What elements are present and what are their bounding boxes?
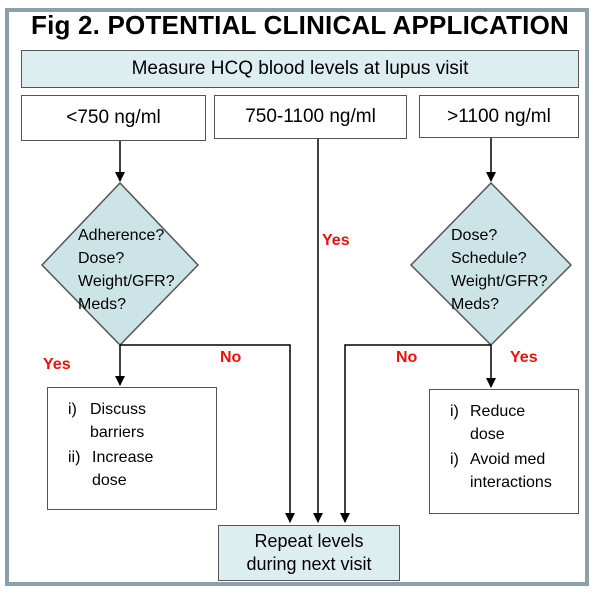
connector-left-no bbox=[120, 344, 295, 523]
left-action-line2: barriers bbox=[90, 424, 145, 441]
right-action-text: Reduce dose bbox=[470, 400, 525, 446]
right-decision-q3: Weight/GFR? bbox=[451, 273, 548, 290]
left-action-num: ii) bbox=[68, 449, 81, 466]
mid-yes-label: Yes bbox=[322, 232, 350, 249]
left-action-line1: Increase bbox=[92, 449, 154, 466]
right-action-box: i) Reduce dose i) Avoid med interactions bbox=[429, 389, 579, 514]
left-action-text: Increase dose bbox=[92, 446, 153, 492]
right-action-num: i) bbox=[450, 403, 459, 420]
left-decision-q1: Adherence? bbox=[78, 227, 165, 244]
right-action-line1: Avoid med bbox=[470, 451, 546, 468]
left-yes-label: Yes bbox=[43, 356, 71, 373]
left-action-item: i) Discuss barriers bbox=[68, 398, 208, 444]
right-action-num: i) bbox=[450, 451, 459, 468]
left-action-box: i) Discuss barriers ii) Increase dose bbox=[47, 387, 217, 510]
repeat-line1: Repeat levels bbox=[254, 531, 364, 551]
right-decision-text: Dose? Schedule? Weight/GFR? Meds? bbox=[451, 224, 548, 316]
left-action-line1: Discuss bbox=[90, 401, 147, 418]
repeat-levels-box: Repeat levels during next visit bbox=[218, 525, 400, 581]
left-action-text: Discuss barriers bbox=[90, 398, 146, 444]
right-decision-q4: Meds? bbox=[451, 296, 500, 313]
connector-right-no bbox=[340, 344, 491, 523]
left-action-line2: dose bbox=[92, 472, 127, 489]
left-decision-q3: Weight/GFR? bbox=[78, 273, 175, 290]
right-decision-q2: Schedule? bbox=[451, 250, 527, 267]
left-action-item: ii) Increase dose bbox=[68, 446, 208, 492]
figure-title: Fig 2. POTENTIAL CLINICAL APPLICATION bbox=[30, 10, 569, 40]
right-action-text: Avoid med interactions bbox=[470, 448, 552, 494]
right-no-label: No bbox=[396, 349, 418, 366]
right-action-line2: dose bbox=[470, 426, 505, 443]
left-decision-text: Adherence? Dose? Weight/GFR? Meds? bbox=[78, 224, 175, 316]
left-decision-q4: Meds? bbox=[78, 296, 127, 313]
right-yes-label: Yes bbox=[510, 349, 538, 366]
repeat-line2: during next visit bbox=[246, 554, 372, 574]
right-action-item: i) Reduce dose bbox=[450, 400, 570, 446]
left-action-num: i) bbox=[68, 401, 77, 418]
range-low-box: <750 ng/ml bbox=[21, 95, 206, 141]
left-decision-q2: Dose? bbox=[78, 250, 125, 267]
right-decision-q1: Dose? bbox=[451, 227, 498, 244]
measure-levels-box: Measure HCQ blood levels at lupus visit bbox=[21, 50, 579, 88]
left-no-label: No bbox=[220, 349, 242, 366]
right-action-line1: Reduce bbox=[470, 403, 526, 420]
range-mid-box: 750-1100 ng/ml bbox=[214, 95, 407, 139]
range-high-box: >1100 ng/ml bbox=[419, 95, 579, 138]
right-action-line2: interactions bbox=[470, 474, 552, 491]
right-action-item: i) Avoid med interactions bbox=[450, 448, 570, 494]
